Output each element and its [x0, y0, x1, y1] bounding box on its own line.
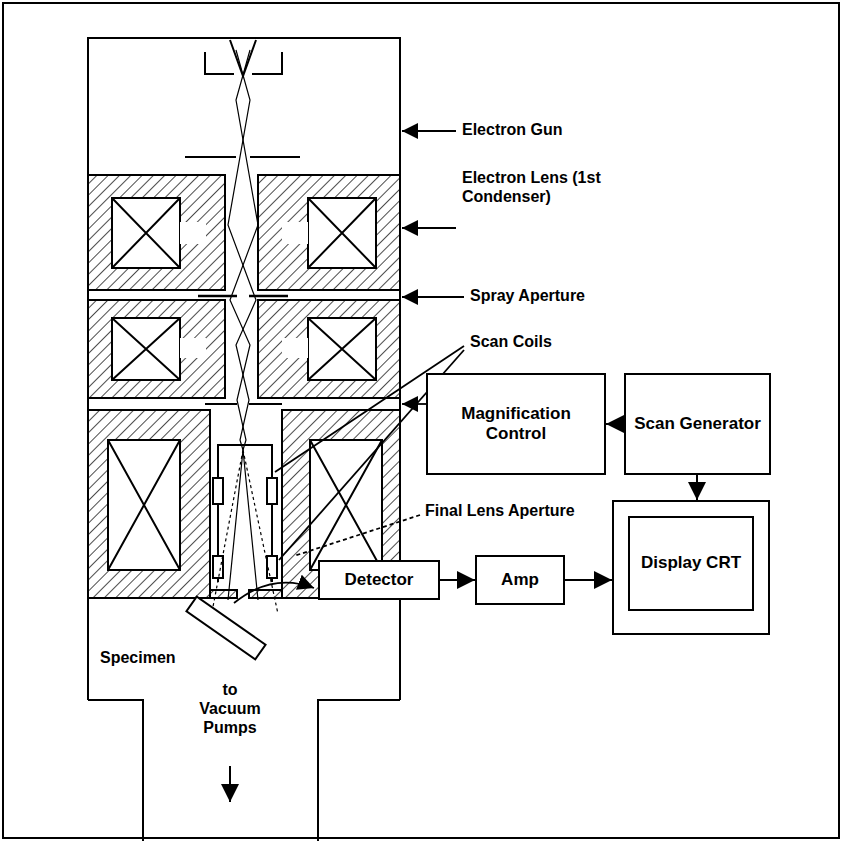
detector-box: Detector [318, 560, 440, 600]
final-lens [108, 440, 180, 570]
condenser-lens-2 [180, 338, 206, 358]
final-lens [210, 590, 237, 598]
condenser-lens-2 [308, 318, 376, 380]
specimen [186, 597, 265, 660]
condenser-lens-1 [258, 175, 400, 290]
condenser-lens-2 [308, 318, 376, 380]
final-lens [108, 440, 180, 570]
signal-arrow [234, 583, 314, 603]
column-wall [88, 38, 400, 841]
leader-line [402, 130, 456, 132]
electron-beam [230, 50, 258, 450]
part-label: Electron Gun [462, 120, 562, 139]
electron-gun [205, 52, 282, 74]
condenser-lens-1 [308, 198, 376, 268]
condenser-lens-2 [88, 300, 400, 398]
condenser-lens-2 [88, 300, 225, 398]
part-label: Scan Coils [470, 332, 552, 351]
leader-line [294, 515, 420, 556]
box-label: Detector [343, 570, 416, 590]
condenser-lens-1 [112, 198, 180, 268]
condenser-lens-2 [112, 318, 180, 380]
crt-screen: Display CRT [628, 516, 754, 611]
final-lens [310, 440, 382, 570]
box-label: Display CRT [639, 553, 743, 573]
leader-line [402, 227, 456, 229]
box-label: Scan Generator [632, 414, 763, 434]
signal-connector [565, 579, 612, 581]
condenser-lens-1 [112, 198, 180, 268]
part-label: to Vacuum Pumps [194, 680, 266, 738]
control-box: Magnification Control [426, 373, 606, 475]
electron-beam [228, 450, 258, 600]
condenser-lens-1 [88, 175, 225, 290]
leader-line [275, 131, 464, 560]
final-lens [310, 440, 382, 570]
scan-coils [213, 556, 223, 578]
final-lens [249, 590, 282, 598]
aperture [205, 403, 282, 405]
spray-aperture [198, 295, 288, 298]
electron-beam [212, 450, 278, 614]
part-label: Specimen [100, 648, 176, 667]
condenser-lens-1 [282, 222, 308, 244]
amplifier-box: Amp [475, 555, 565, 605]
condenser-lens-2 [282, 338, 308, 358]
box-label: Amp [499, 570, 541, 590]
signal-connector [606, 423, 624, 425]
scan-coils [267, 478, 277, 504]
box-label: Magnification Control [428, 404, 604, 445]
part-label: Spray Aperture [470, 286, 585, 305]
signal-connector [696, 475, 698, 500]
leader-line [402, 296, 464, 298]
electron-beam [212, 50, 278, 614]
specimen [186, 597, 265, 660]
electron-gun [230, 40, 256, 76]
electron-gun [185, 156, 300, 158]
frame [3, 3, 839, 838]
condenser-lens-1 [180, 222, 206, 244]
electron-beam [228, 50, 256, 450]
part-label: Final Lens Aperture [425, 501, 575, 520]
final-lens [88, 410, 210, 598]
scan-coils [213, 478, 223, 504]
scan-coils [267, 556, 277, 578]
condenser-lens-2 [258, 300, 400, 398]
signal-connector [440, 579, 475, 581]
part-label: Electron Lens (1st Condenser) [462, 168, 604, 206]
display-box: Display CRT [612, 500, 770, 635]
condenser-lens-1 [88, 175, 400, 290]
condenser-lens-1 [308, 198, 376, 268]
control-box: Scan Generator [624, 373, 771, 475]
vacuum-arrow [229, 766, 231, 802]
condenser-lens-2 [112, 318, 180, 380]
